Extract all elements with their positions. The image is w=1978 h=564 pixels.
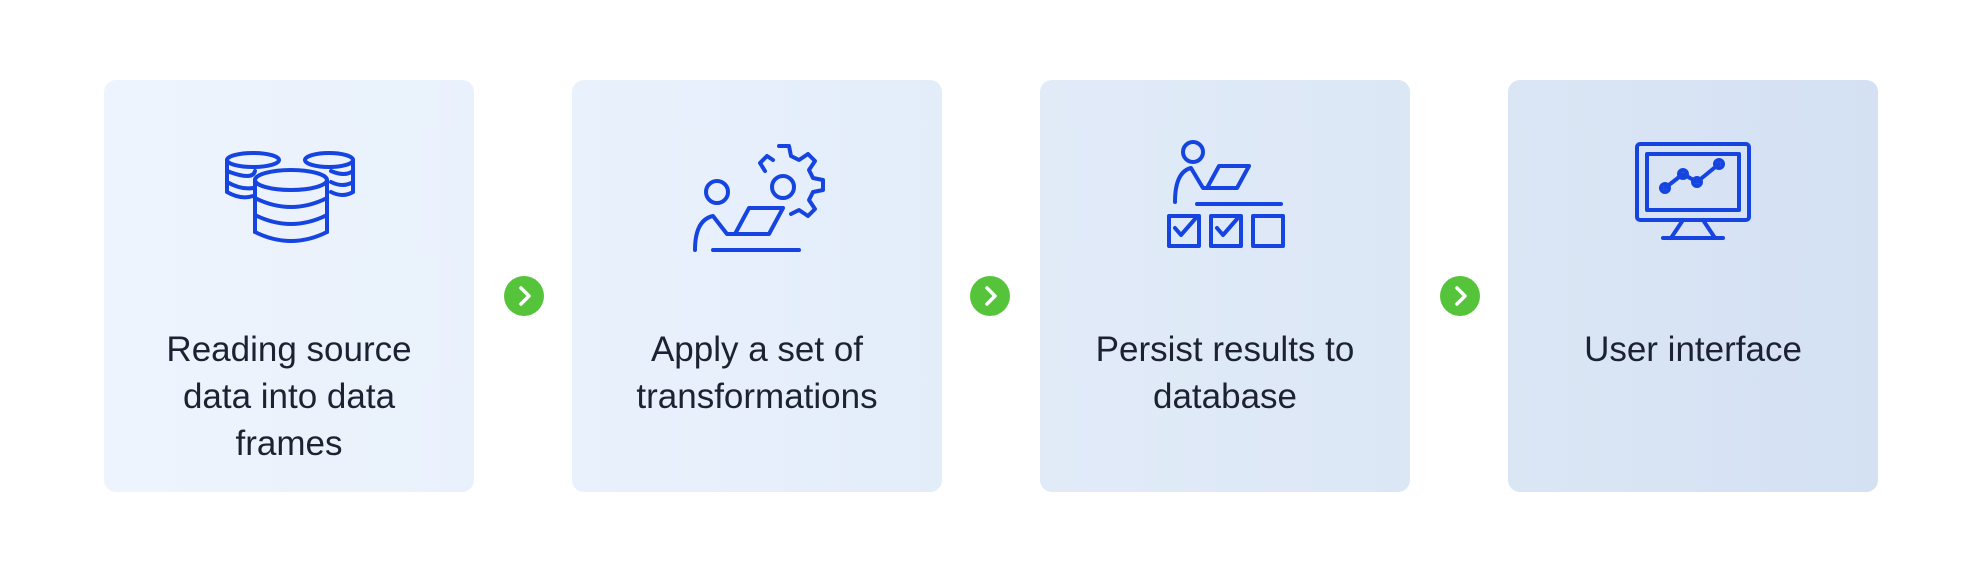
step-label: User interface [1584, 330, 1802, 369]
database-stack-icon [215, 140, 363, 252]
chevron-right-icon [1455, 286, 1467, 306]
person-desk-checklist-icon [1151, 140, 1299, 252]
step-label: Apply a set of transformations [636, 330, 878, 416]
step-card-transformations: Apply a set of transformations [572, 80, 942, 492]
person-gear-laptop-icon [683, 140, 831, 252]
step-card-user-interface: User interface [1508, 80, 1878, 492]
chevron-right-icon [985, 286, 997, 306]
chevron-right-icon [519, 286, 531, 306]
step-label: Reading source data into data frames [166, 330, 412, 463]
monitor-chart-icon [1619, 140, 1767, 252]
next-step-arrow [1440, 276, 1480, 316]
next-step-arrow [970, 276, 1010, 316]
step-card-persist: Persist results to database [1040, 80, 1410, 492]
step-label: Persist results to database [1095, 330, 1355, 416]
step-card-read-source: Reading source data into data frames [104, 80, 474, 492]
next-step-arrow [504, 276, 544, 316]
